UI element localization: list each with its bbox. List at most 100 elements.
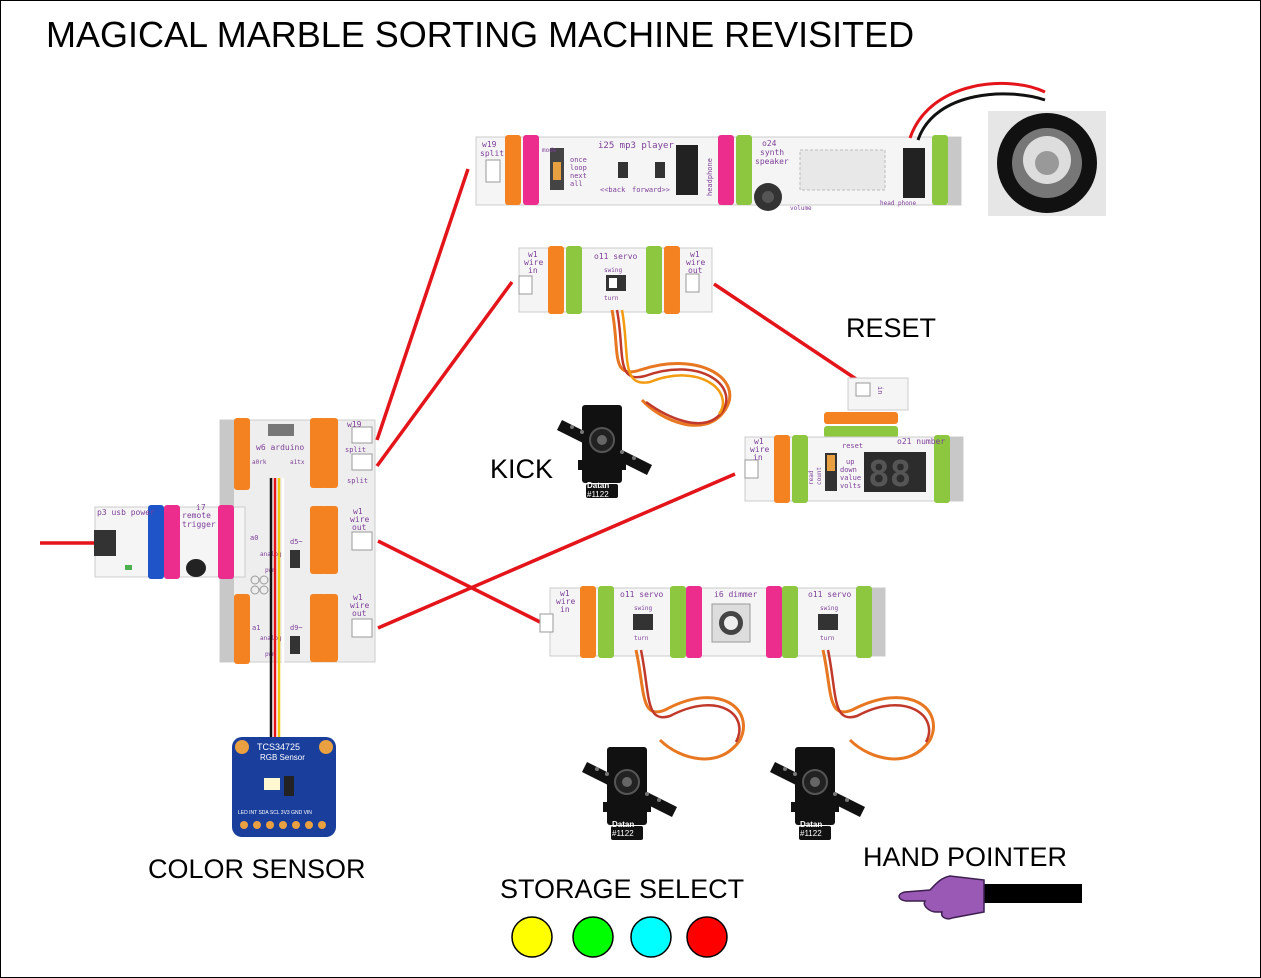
arduino-name: w6 arduino: [256, 443, 304, 452]
mp3-forward-label: forward>>: [632, 186, 670, 194]
wire-connections: [40, 168, 863, 630]
wire-out-line3: out: [688, 266, 703, 275]
speaker-icon: [908, 82, 1106, 216]
number-opt-volts: volts: [840, 482, 861, 490]
rgb-sensor-pins: LED INT SDA SCL 3V3 GND VIN: [238, 810, 312, 816]
number-module: in w1 wire in reset up down value volts …: [744, 377, 964, 503]
storage-servo1-name: o11 servo: [620, 590, 664, 599]
remote-line2: remote: [182, 511, 211, 520]
mp3-opt-next: next: [570, 172, 587, 180]
kick-servo-motor: Datan #1122: [556, 309, 732, 499]
storage-servo1-model: #1122: [612, 829, 634, 838]
arduino-wire-out2-line1: w1: [353, 593, 363, 602]
remote-line1: i7: [196, 503, 206, 512]
servo-brand: Datan: [587, 481, 609, 490]
wire-out-line1: w1: [690, 250, 700, 259]
arduino-wire-out2-line2: wire: [350, 601, 369, 610]
headphone-jack: [676, 145, 698, 195]
speaker-grille: [799, 149, 886, 191]
usb-port: [268, 424, 294, 436]
storage-servo2-brand: Datan: [800, 820, 822, 829]
arduino-wire-out-line2: wire: [350, 515, 369, 524]
remote-line3: trigger: [182, 520, 216, 529]
number-count-label: count: [816, 467, 823, 485]
number-wire-in-line1: w1: [754, 437, 764, 446]
wire-arduino-mp3: [375, 168, 470, 441]
split-mid-line2: split: [345, 446, 366, 454]
storage-color-circle: [511, 916, 553, 958]
storage-wire-in-line3: in: [560, 605, 570, 614]
mp3-speaker-chain: w19 split mode i25 mp3 player once loop …: [475, 135, 962, 212]
wire-arduino-storage: [377, 539, 541, 624]
rgb-sensor-line2: RGB Sensor: [260, 753, 305, 762]
dimmer-name: i6 dimmer: [714, 590, 758, 599]
seven-segment-display: [864, 452, 926, 492]
back-button: [618, 162, 628, 178]
storage-color-circles: [511, 916, 728, 958]
arduino-module: w6 arduino a0rk a1tx a0 a1 d5~ d9~ analo…: [219, 418, 376, 664]
storage-wire-in-line1: w1: [560, 589, 570, 598]
synth-line2: synth: [760, 148, 784, 157]
synth-volume-label: volume: [790, 205, 812, 212]
arduino-pin-a1tx: a1tx: [290, 459, 305, 466]
arduino-wire-out2-line3: out: [352, 609, 367, 618]
split-top-line1: w19: [482, 140, 497, 149]
color-sensor: TCS34725 RGB Sensor LED INT SDA SCL 3V3 …: [232, 478, 336, 837]
wire-kick-reset: [713, 282, 863, 385]
pink-bit-connector: [718, 135, 734, 205]
arduino-d5: d5~: [290, 538, 303, 546]
storage-servo1-turn: turn: [634, 635, 649, 642]
storage-color-circle: [630, 916, 672, 958]
servo-name: o11 servo: [594, 252, 638, 261]
synth-headphone-label: head phone: [880, 200, 917, 207]
power-remote-modules: p3 usb power i7 remote trigger: [94, 503, 246, 579]
storage-servo-module: w1 wire in o11 servo swing turn i6 dimme…: [539, 586, 886, 658]
color-sensor-label: COLOR SENSOR: [148, 854, 366, 884]
split-connector: [485, 159, 501, 183]
arduino-wire-out-line1: w1: [353, 507, 363, 516]
storage-color-circle: [572, 916, 614, 958]
hand-pointer-icon: [898, 875, 1082, 920]
wire-in-line3: in: [528, 266, 538, 275]
wire-in-line1: w1: [528, 250, 538, 259]
storage-servo2-swing: swing: [820, 605, 838, 612]
mp3-opt-all: all: [570, 180, 583, 188]
display-digits: 88: [868, 454, 911, 495]
number-opt-down: down: [840, 466, 857, 474]
diagram-title: MAGICAL MARBLE SORTING MACHINE REVISITED: [46, 14, 915, 55]
number-wire-in-line3: in: [753, 453, 763, 462]
mp3-opt-once: once: [570, 156, 587, 164]
reset-wire-in-label: in: [876, 386, 884, 394]
number-read-label: read: [808, 470, 815, 485]
wire-in-line2: wire: [524, 258, 543, 267]
forward-button: [655, 162, 665, 178]
servo-turn: turn: [604, 295, 619, 302]
arduino-d9: d9~: [290, 624, 303, 632]
reset-label: RESET: [846, 313, 937, 343]
headphone-label: headphone: [706, 158, 714, 196]
green-bit-connector: [932, 135, 948, 205]
hand-pointer-label: HAND POINTER: [863, 842, 1068, 872]
number-name: o21 number: [897, 437, 945, 446]
servo-model: #1122: [587, 490, 609, 499]
pink-bit-connector: [523, 135, 539, 205]
arduino-pin-a0rk: a0rk: [252, 459, 267, 466]
arduino-a0: a0: [250, 534, 258, 542]
wire-arduino-kick-servo: [375, 280, 514, 468]
mp3-name: i25 mp3 player: [598, 141, 674, 151]
storage-servo1-swing: swing: [634, 605, 652, 612]
mp3-back-label: <<back: [600, 186, 626, 194]
rgb-sensor-line1: TCS34725: [257, 742, 300, 752]
storage-servo1-brand: Datan: [612, 820, 634, 829]
servo-swing: swing: [604, 267, 622, 274]
arduino-wire-out-line3: out: [352, 523, 367, 532]
split-mid-line1: w19: [347, 420, 362, 429]
mp3-mode-label: mode: [542, 147, 557, 154]
wire-out-line2: wire: [686, 258, 705, 267]
storage-servo-motors: Datan #1122 Datan #1122: [581, 649, 935, 841]
number-opt-value: value: [840, 474, 861, 482]
synth-headphone-jack: [903, 148, 925, 198]
number-reset-label: reset: [842, 442, 863, 450]
mp3-opt-loop: loop: [570, 164, 587, 172]
